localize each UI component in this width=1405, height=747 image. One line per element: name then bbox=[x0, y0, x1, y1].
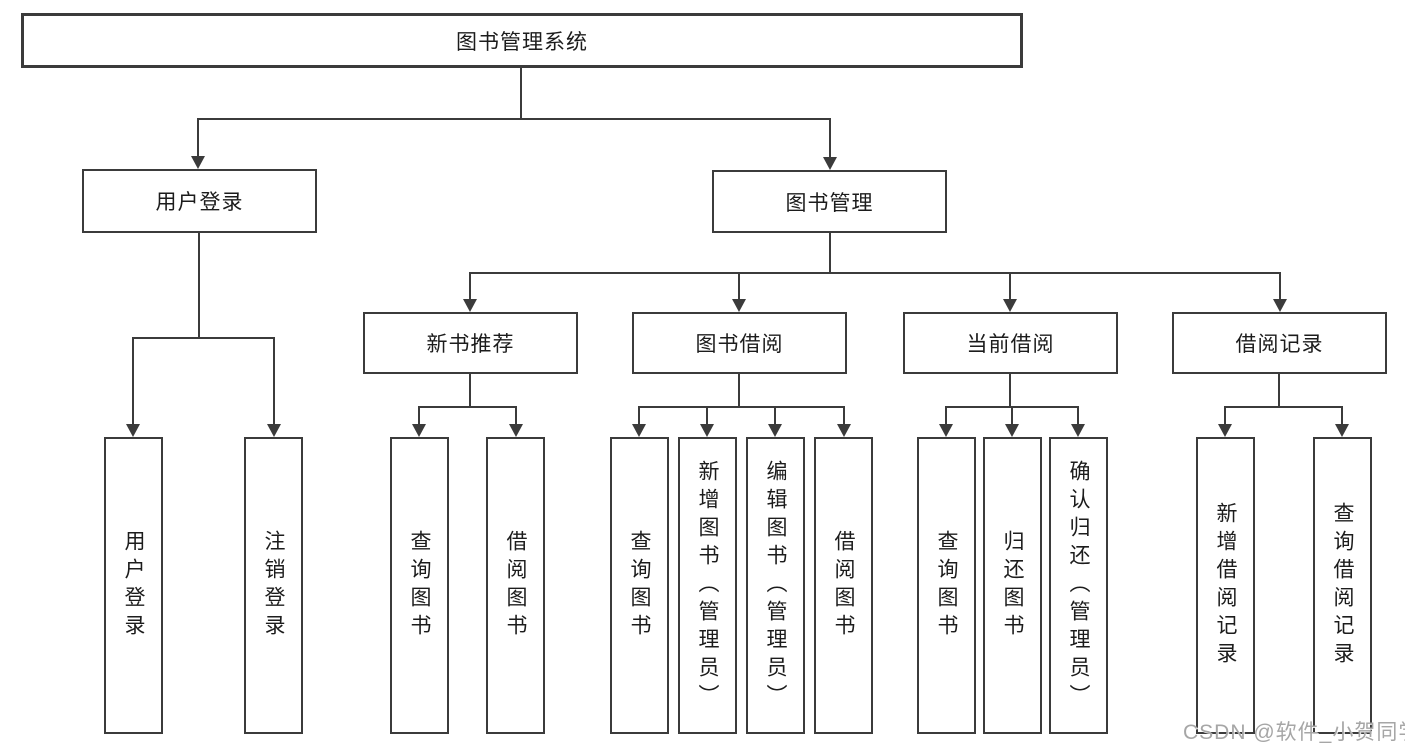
arrow-down-icon bbox=[191, 156, 205, 169]
connector-book-mgmt-stem bbox=[829, 233, 831, 272]
connector-level1-horizontal bbox=[197, 118, 831, 120]
leaf-query-borrow-record: 查询借阅记录 bbox=[1313, 437, 1372, 734]
arrow-down-icon bbox=[732, 299, 746, 312]
node-current-borrow: 当前借阅 bbox=[903, 312, 1118, 374]
arrow-down-icon bbox=[837, 424, 851, 437]
arrow-down-icon bbox=[1273, 299, 1287, 312]
connector-groupC-drop1 bbox=[945, 406, 947, 424]
connector-groupA-drop1 bbox=[418, 406, 420, 424]
arrow-down-icon bbox=[632, 424, 646, 437]
leaf-add-book-admin: 新增图书（管理员） bbox=[678, 437, 737, 734]
leaf-query-book-current: 查询图书 bbox=[917, 437, 976, 734]
connector-drop-current-borrow bbox=[1009, 272, 1011, 300]
connector-user-login-horizontal bbox=[132, 337, 275, 339]
arrow-down-icon bbox=[463, 299, 477, 312]
leaf-confirm-return-admin: 确认归还（管理员） bbox=[1049, 437, 1108, 734]
connector-groupB-drop1 bbox=[638, 406, 640, 424]
connector-groupC-drop2 bbox=[1011, 406, 1013, 424]
connector-groupA-horizontal bbox=[418, 406, 517, 408]
connector-groupC-drop3 bbox=[1077, 406, 1079, 424]
arrow-down-icon bbox=[126, 424, 140, 437]
connector-drop-leaf-logout bbox=[273, 337, 275, 424]
node-book-borrow: 图书借阅 bbox=[632, 312, 847, 374]
connector-drop-book-mgmt bbox=[829, 118, 831, 159]
connector-groupB-horizontal bbox=[638, 406, 845, 408]
node-borrow-records: 借阅记录 bbox=[1172, 312, 1387, 374]
arrow-down-icon bbox=[509, 424, 523, 437]
connector-drop-user-login bbox=[197, 118, 199, 158]
leaf-user-login: 用户登录 bbox=[104, 437, 163, 734]
watermark: CSDN @软件_小贺同学 bbox=[1183, 721, 1405, 744]
arrow-down-icon bbox=[823, 157, 837, 170]
leaf-borrow-book-recommend: 借阅图书 bbox=[486, 437, 545, 734]
connector-level2-horizontal bbox=[469, 272, 1281, 274]
arrow-down-icon bbox=[939, 424, 953, 437]
arrow-down-icon bbox=[700, 424, 714, 437]
connector-root-stem bbox=[520, 66, 522, 118]
connector-groupB-stem bbox=[738, 374, 740, 406]
arrow-down-icon bbox=[1335, 424, 1349, 437]
arrow-down-icon bbox=[1218, 424, 1232, 437]
connector-groupD-drop2 bbox=[1341, 406, 1343, 424]
connector-groupD-stem bbox=[1278, 374, 1280, 406]
connector-groupB-drop4 bbox=[843, 406, 845, 424]
connector-drop-book-borrow bbox=[738, 272, 740, 300]
arrow-down-icon bbox=[768, 424, 782, 437]
connector-groupB-drop3 bbox=[774, 406, 776, 424]
leaf-query-book-borrow: 查询图书 bbox=[610, 437, 669, 734]
connector-groupA-drop2 bbox=[515, 406, 517, 424]
leaf-edit-book-admin: 编辑图书（管理员） bbox=[746, 437, 805, 734]
connector-groupA-stem bbox=[469, 374, 471, 406]
connector-user-login-stem bbox=[198, 233, 200, 337]
leaf-query-book-recommend: 查询图书 bbox=[390, 437, 449, 734]
leaf-logout: 注销登录 bbox=[244, 437, 303, 734]
arrow-down-icon bbox=[1005, 424, 1019, 437]
connector-groupD-horizontal bbox=[1224, 406, 1343, 408]
node-book-mgmt: 图书管理 bbox=[712, 170, 947, 233]
connector-drop-borrow-records bbox=[1279, 272, 1281, 300]
arrow-down-icon bbox=[412, 424, 426, 437]
node-root: 图书管理系统 bbox=[21, 13, 1023, 68]
connector-groupD-drop1 bbox=[1224, 406, 1226, 424]
leaf-add-borrow-record: 新增借阅记录 bbox=[1196, 437, 1255, 734]
leaf-return-book: 归还图书 bbox=[983, 437, 1042, 734]
arrow-down-icon bbox=[267, 424, 281, 437]
connector-groupB-drop2 bbox=[706, 406, 708, 424]
arrow-down-icon bbox=[1003, 299, 1017, 312]
connector-drop-leaf-user-login bbox=[132, 337, 134, 424]
connector-groupC-stem bbox=[1009, 374, 1011, 406]
arrow-down-icon bbox=[1071, 424, 1085, 437]
connector-drop-new-book bbox=[469, 272, 471, 300]
node-user-login: 用户登录 bbox=[82, 169, 317, 233]
leaf-borrow-book: 借阅图书 bbox=[814, 437, 873, 734]
node-new-book-recommend: 新书推荐 bbox=[363, 312, 578, 374]
